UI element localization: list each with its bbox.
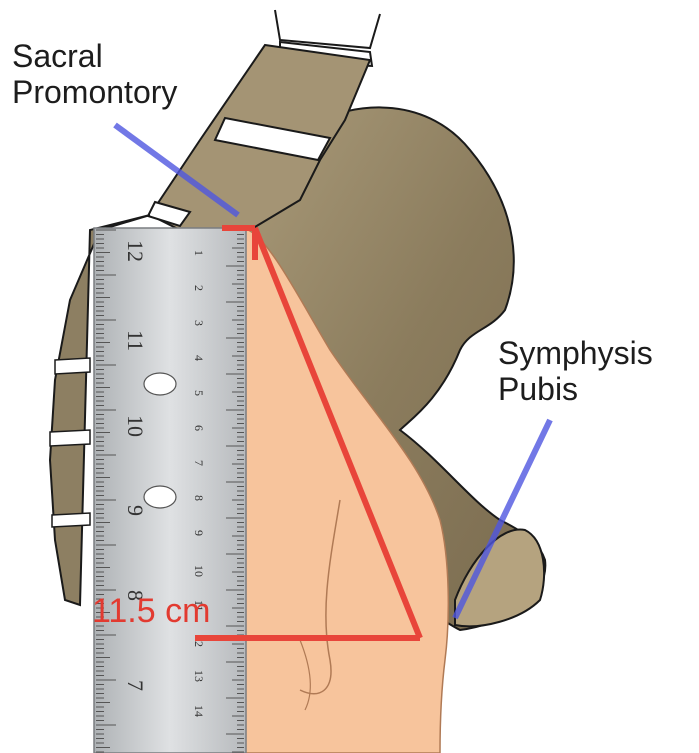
symphysis-pubis-label: Symphysis Pubis [498, 335, 653, 407]
measurement-label: 11.5 cm [92, 592, 210, 630]
ruler-number-left: 9 [123, 505, 148, 516]
sacral-promontory-label: Sacral Promontory [12, 38, 177, 110]
ruler-hole [144, 373, 176, 395]
label-line: Sacral [12, 38, 177, 74]
ruler-number-left: 10 [123, 415, 148, 437]
ruler-number-left: 12 [123, 240, 148, 262]
ruler-number-right: 6 [192, 425, 206, 431]
ruler-number-right: 13 [192, 670, 206, 682]
ruler-number-right: 2 [192, 285, 206, 291]
ruler-number-right: 4 [192, 355, 206, 361]
ruler-number-left: 7 [123, 680, 148, 691]
ruler-number-right: 1 [192, 250, 206, 256]
ruler-number-right: 7 [192, 460, 206, 466]
ruler-number-right: 5 [192, 390, 206, 396]
label-line: Pubis [498, 371, 653, 407]
ruler-number-right: 8 [192, 495, 206, 501]
ruler-number-right: 10 [192, 565, 206, 577]
ruler-number-left: 11 [123, 330, 148, 351]
label-line: Promontory [12, 74, 177, 110]
ruler-number-right: 3 [192, 320, 206, 326]
ruler-number-right: 9 [192, 530, 206, 536]
ruler-number-right: 14 [192, 705, 206, 717]
label-line: Symphysis [498, 335, 653, 371]
